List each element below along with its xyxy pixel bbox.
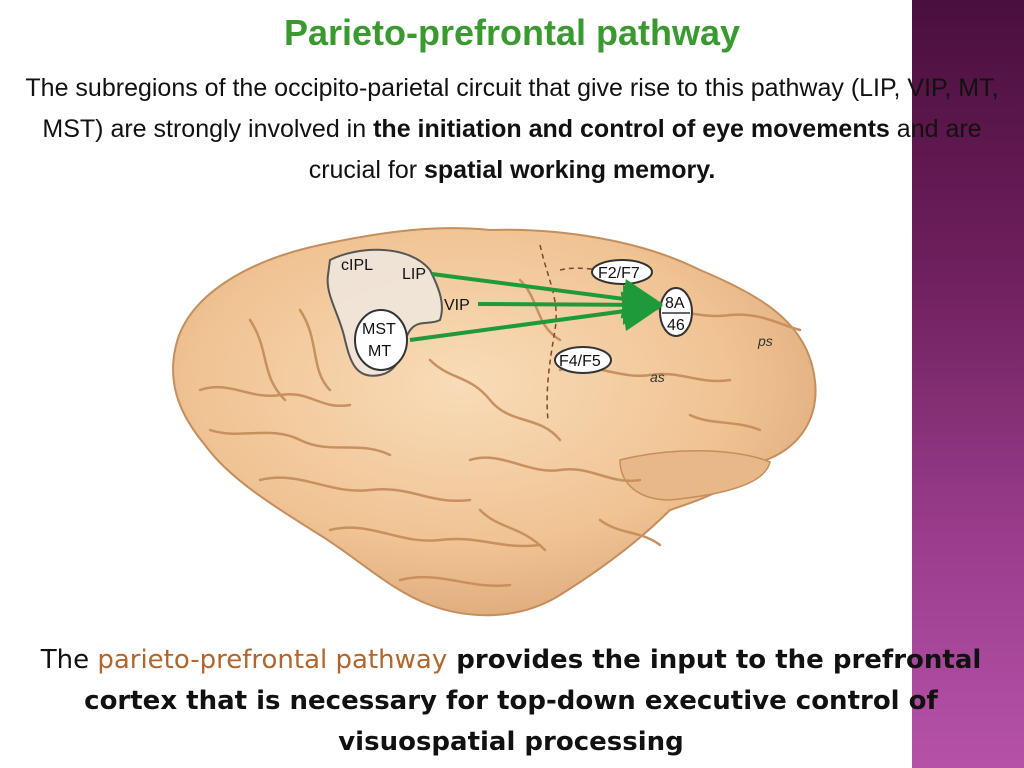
conclusion-bold: provides the input to the prefrontal cor… xyxy=(84,645,982,757)
arrow-vip xyxy=(477,284,663,325)
brain-lower-lobe xyxy=(619,449,771,501)
label-mst: MST xyxy=(362,321,396,338)
label-mt: MT xyxy=(368,343,391,360)
label-cipl: cIPL xyxy=(341,257,373,274)
decorative-sidebar xyxy=(912,0,1024,768)
label-f2f7: F2/F7 xyxy=(598,265,640,282)
conclusion-paragraph: The parieto-prefrontal pathway provides … xyxy=(20,640,1002,763)
label-as: as xyxy=(650,369,665,385)
arrow-lip xyxy=(431,272,663,319)
label-46: 46 xyxy=(667,317,685,334)
conclusion-highlight: parieto-prefrontal pathway xyxy=(97,645,448,675)
dashed-sulcus xyxy=(539,244,557,421)
label-f4f5: F4/F5 xyxy=(559,353,601,370)
label-ps: ps xyxy=(757,333,773,349)
pathway-arrows xyxy=(409,272,663,342)
brain-diagram: cIPL LIP VIP MST MT F2/F7 8A 46 F4/F5 ps… xyxy=(172,227,817,617)
intro-paragraph: The subregions of the occipito-parietal … xyxy=(12,68,1012,191)
arrow-mst xyxy=(409,291,663,342)
conclusion-text-1: The xyxy=(40,645,98,675)
brain-figure: cIPL LIP VIP MST MT F2/F7 8A 46 F4/F5 ps… xyxy=(0,200,912,630)
intro-text-1: The subregions of the occipito-parietal … xyxy=(25,74,999,143)
mst-mt-ellipse xyxy=(354,309,408,371)
intro-bold-1: the initiation and control of eye moveme… xyxy=(373,115,890,143)
label-8a: 8A xyxy=(665,295,685,312)
label-lip: LIP xyxy=(402,266,426,283)
intro-text-2: and are crucial for xyxy=(308,115,982,184)
label-vip: VIP xyxy=(444,297,470,314)
f4f5-ellipse xyxy=(554,346,612,374)
intro-bold-2: spatial working memory. xyxy=(424,156,716,184)
slide-title: Parieto-prefrontal pathway xyxy=(283,12,741,53)
